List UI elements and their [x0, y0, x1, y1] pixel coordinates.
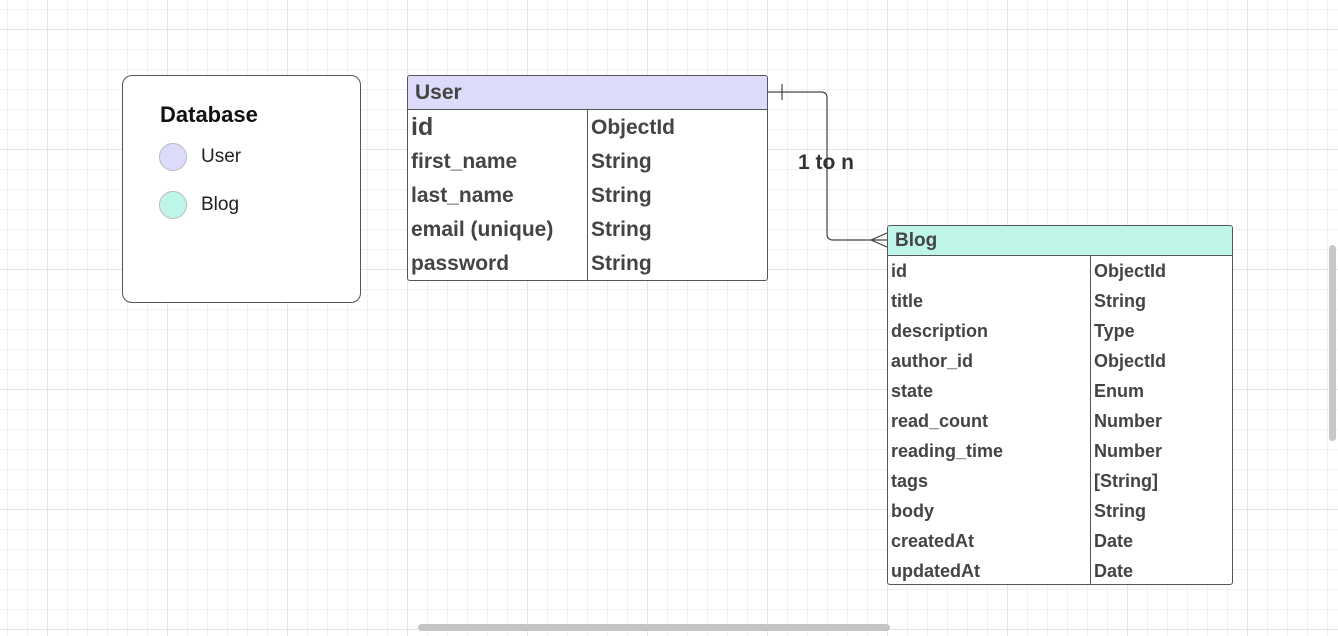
field-type: String — [1094, 290, 1146, 311]
field-name: author_id — [888, 346, 1091, 376]
field-name: description — [888, 316, 1091, 346]
vertical-scrollbar[interactable] — [1329, 245, 1336, 441]
legend-item-user: User — [159, 142, 241, 172]
field-name: reading_time — [888, 436, 1091, 466]
table-row: title String — [888, 286, 1232, 316]
blog-table-title: Blog — [895, 229, 938, 251]
legend-label-blog: Blog — [201, 194, 240, 215]
field-type: Number — [1094, 440, 1163, 461]
table-row: body String — [888, 496, 1232, 526]
field-name: read_count — [888, 406, 1091, 436]
field-type: Number — [1094, 410, 1163, 431]
field-type: String — [591, 150, 652, 173]
field-name: last_name — [408, 179, 588, 213]
field-type: String — [591, 218, 652, 241]
many-end-marker — [869, 232, 888, 248]
table-row: email (unique) String — [408, 213, 767, 247]
horizontal-scrollbar[interactable] — [418, 624, 890, 631]
legend-label-user: User — [201, 146, 242, 167]
user-table-title: User — [415, 80, 462, 104]
legend-swatch-blog — [159, 191, 187, 219]
connector-line — [768, 91, 887, 241]
field-type: ObjectId — [1094, 260, 1167, 281]
table-row: state Enum — [888, 376, 1232, 406]
table-row: createdAt Date — [888, 526, 1232, 556]
table-row: password String — [408, 247, 767, 280]
table-row: first_name String — [408, 145, 767, 179]
field-name: tags — [888, 466, 1091, 496]
blog-table-header: Blog — [888, 226, 1232, 256]
blog-entity-table[interactable]: Blog id ObjectId title String descriptio… — [887, 225, 1233, 585]
field-name: body — [888, 496, 1091, 526]
field-type: Date — [1094, 560, 1134, 581]
field-name: updatedAt — [888, 556, 1091, 584]
field-name: state — [888, 376, 1091, 406]
field-type: ObjectId — [591, 115, 676, 139]
user-table-header: User — [408, 76, 767, 110]
table-row: author_id ObjectId — [888, 346, 1232, 376]
field-type: Type — [1094, 320, 1135, 341]
field-name: title — [888, 286, 1091, 316]
legend-swatch-user — [159, 143, 187, 171]
field-name: email (unique) — [408, 213, 588, 247]
field-type: String — [1094, 500, 1146, 521]
field-type: String — [591, 184, 652, 207]
user-entity-table[interactable]: User id ObjectId first_name String last_… — [407, 75, 768, 281]
legend-title: Database — [160, 102, 258, 127]
field-name: createdAt — [888, 526, 1091, 556]
table-row: tags [String] — [888, 466, 1232, 496]
field-type: [String] — [1094, 470, 1158, 491]
field-type: ObjectId — [1094, 350, 1167, 371]
field-name: password — [408, 247, 588, 280]
table-row: read_count Number — [888, 406, 1232, 436]
table-row: last_name String — [408, 179, 767, 213]
field-name: first_name — [408, 145, 588, 179]
table-row: reading_time Number — [888, 436, 1232, 466]
table-row: updatedAt Date — [888, 556, 1232, 584]
field-type: String — [591, 252, 652, 275]
field-name: id — [888, 256, 1091, 286]
field-name: id — [408, 110, 588, 145]
legend-panel[interactable]: Database User Blog — [122, 75, 361, 303]
field-type: Enum — [1094, 380, 1145, 401]
table-row: id ObjectId — [888, 256, 1232, 286]
table-row: description Type — [888, 316, 1232, 346]
field-type: Date — [1094, 530, 1134, 551]
legend-item-blog: Blog — [159, 190, 239, 220]
relationship-label: 1 to n — [798, 151, 854, 174]
table-row: id ObjectId — [408, 110, 767, 145]
